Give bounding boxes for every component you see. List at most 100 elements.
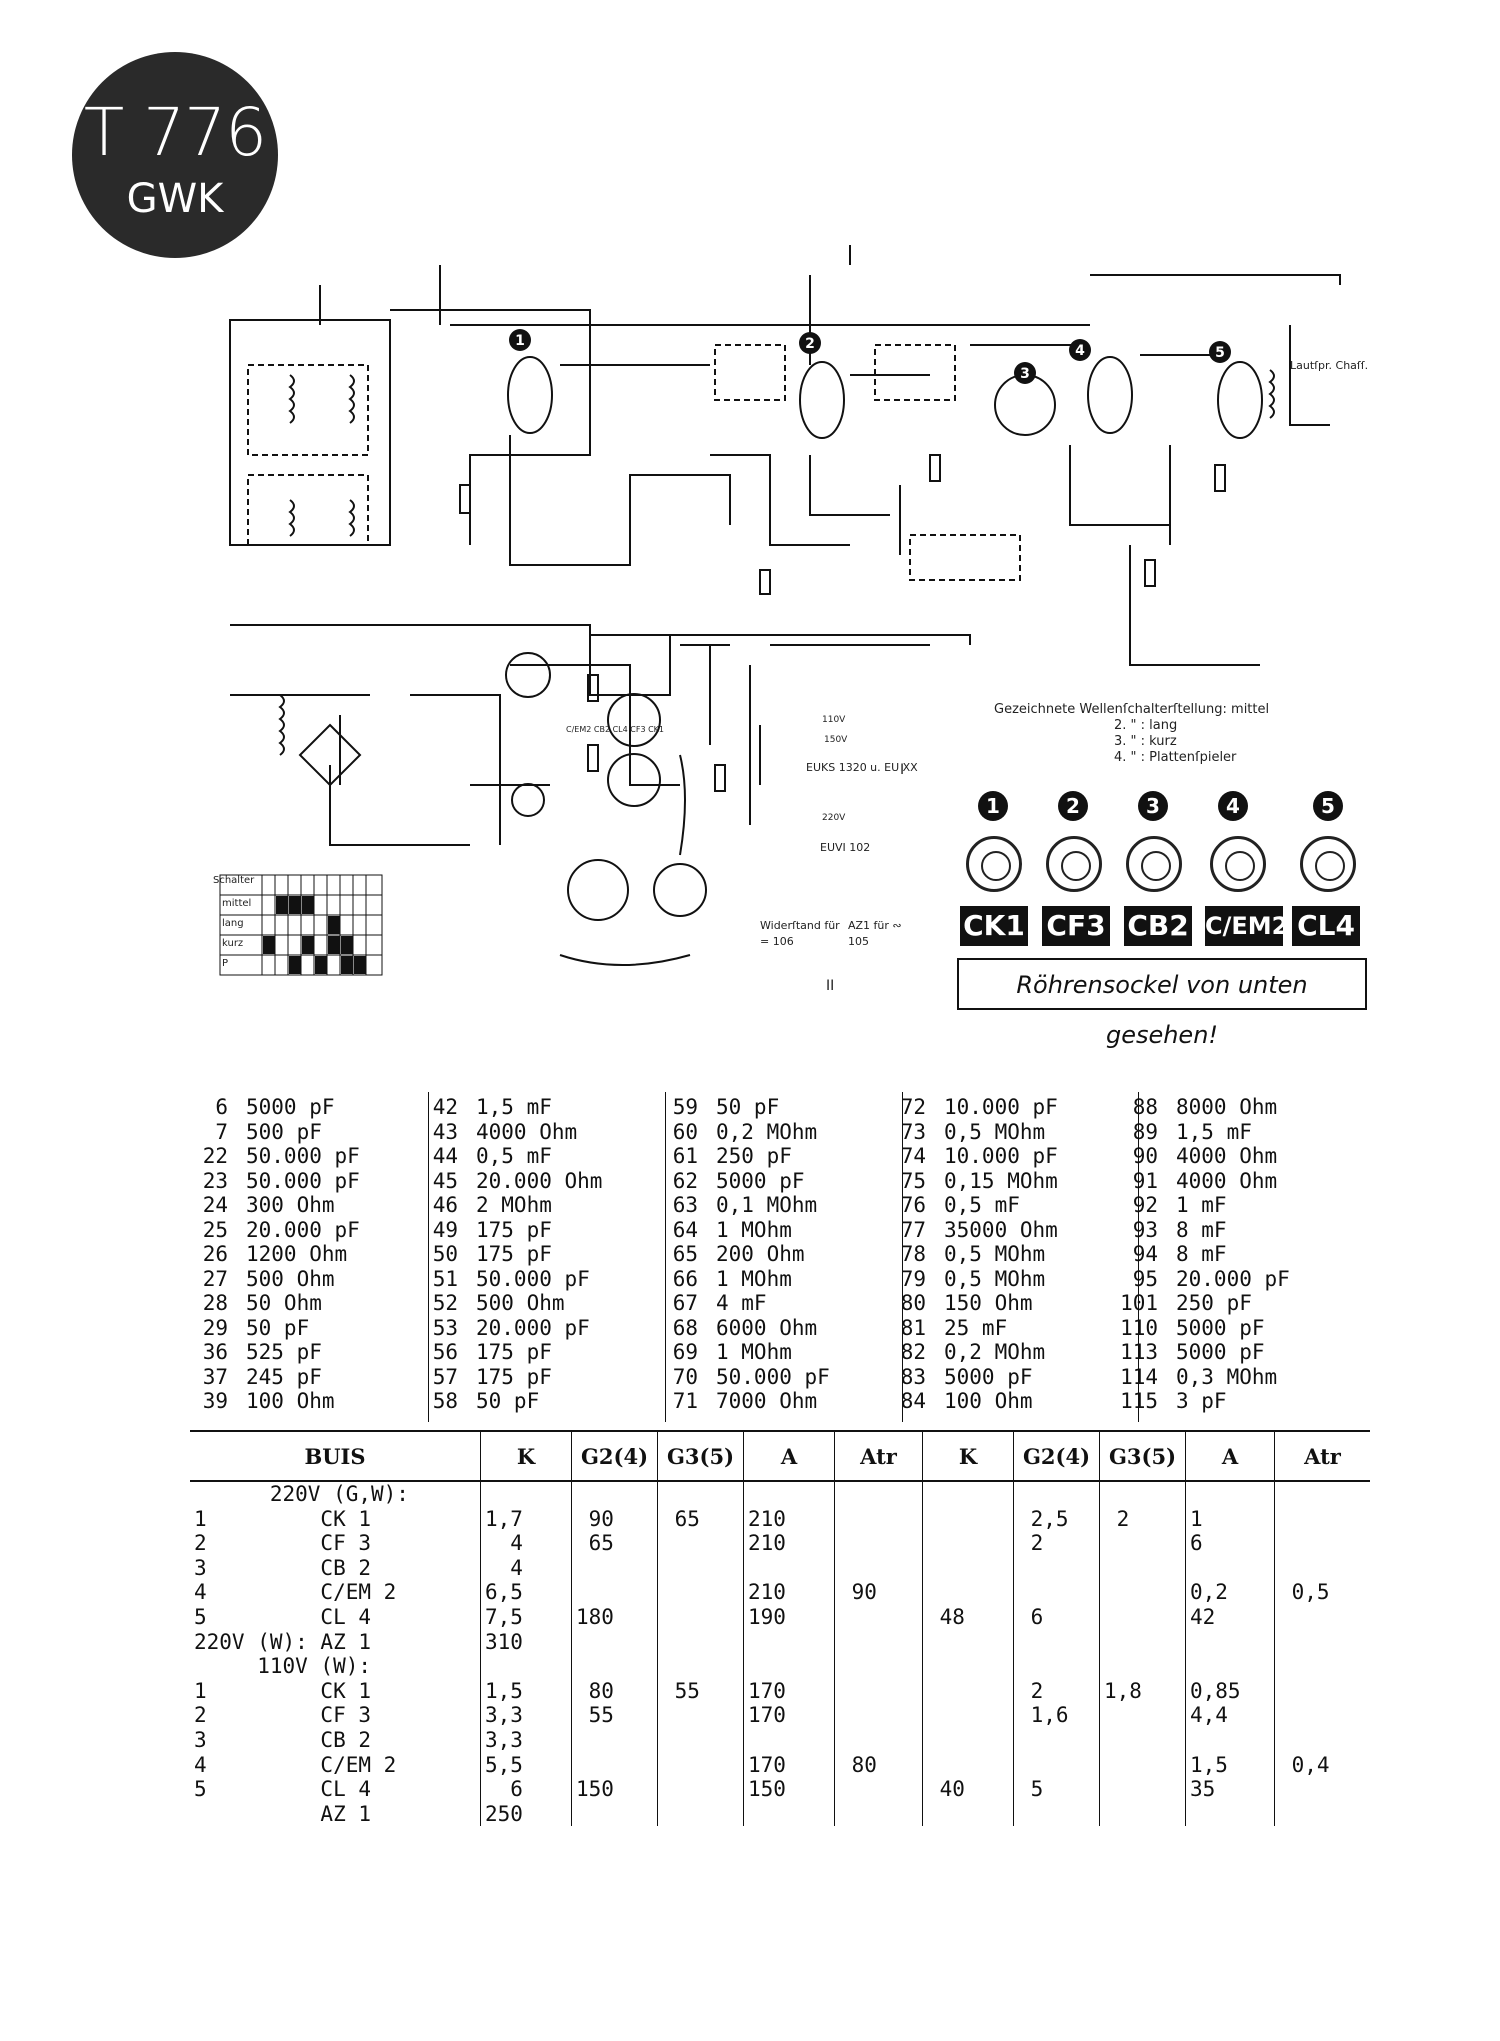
table-cell: [1274, 1654, 1370, 1679]
part-number: 37: [202, 1364, 228, 1389]
part-number: 90: [1132, 1144, 1158, 1168]
part-number: 66: [672, 1266, 698, 1291]
table-cell: [922, 1752, 1014, 1778]
table-cell: [1274, 1506, 1370, 1532]
part-value: 50.000 pF: [246, 1144, 360, 1168]
part-value: 20.000 pF: [1176, 1266, 1290, 1291]
table-cell: [922, 1481, 1014, 1507]
part-number: 46: [432, 1193, 458, 1217]
part-number: 68: [672, 1315, 698, 1340]
part-value: 1 MOhm: [716, 1340, 792, 1364]
part-value: 0,5 MOhm: [944, 1242, 1046, 1266]
table-cell: [1099, 1703, 1186, 1728]
switch-table-title: Schalter: [213, 875, 255, 886]
tube-label-cf3: CF3: [1042, 906, 1110, 946]
switch-caption-lang: 2. " : lang: [1114, 718, 1178, 733]
table-cell: [922, 1727, 1014, 1753]
table-cell: [1013, 1580, 1100, 1605]
part-value: 5000 pF: [716, 1168, 805, 1193]
table-cell: [480, 1481, 572, 1507]
part-number: 93: [1132, 1217, 1158, 1242]
part-value: 25 mF: [944, 1315, 1008, 1340]
table-cell: 110V (W):: [194, 1654, 372, 1679]
part-number: 113: [1120, 1340, 1158, 1364]
table-cell: 180: [571, 1604, 658, 1630]
table-cell: [834, 1629, 923, 1655]
part-value: 7000 Ohm: [716, 1389, 818, 1413]
svg-text:2: 2: [805, 336, 815, 352]
table-cell: [657, 1531, 744, 1556]
table-cell: 220V (G,W):: [194, 1482, 409, 1506]
table-cell: [743, 1481, 835, 1507]
part-value: 525 pF: [246, 1340, 322, 1364]
part-number: 62: [672, 1168, 698, 1193]
part-value: 50 pF: [476, 1389, 540, 1413]
part-number: 88: [1132, 1095, 1158, 1119]
table-cell: 310: [480, 1629, 572, 1655]
table-cell: [1274, 1727, 1370, 1753]
table-cell: [1099, 1531, 1186, 1556]
table-cell: [1013, 1654, 1100, 1679]
heater-chain-label: C/EM2 CB2 CL4 CF3 CK1: [566, 725, 664, 734]
table-cell: [657, 1752, 744, 1778]
part-number: 45: [432, 1168, 458, 1193]
roman-two: II: [826, 978, 835, 994]
tube-socket-3: [1126, 836, 1182, 892]
table-cell: 48: [922, 1604, 1014, 1630]
table-cell: [1185, 1481, 1275, 1507]
table-cell: 150: [571, 1777, 658, 1802]
part-number: 7: [215, 1119, 228, 1144]
part-value: 0,5 mF: [944, 1193, 1020, 1217]
table-cell: [922, 1506, 1014, 1532]
tube-socket-4: [1210, 836, 1266, 892]
part-value: 100 Ohm: [246, 1389, 335, 1413]
table-cell: 2 CF 3: [194, 1531, 372, 1556]
part-number: 76: [900, 1193, 926, 1217]
table-cell: [1185, 1727, 1275, 1753]
table-cell: [657, 1801, 744, 1827]
table-cell: [1099, 1654, 1186, 1679]
table-cell: [571, 1801, 658, 1827]
part-number: 91: [1132, 1168, 1158, 1193]
table-cell: [1274, 1629, 1370, 1655]
switch-row-mittel: mittel: [222, 898, 252, 909]
table-cell: [922, 1555, 1014, 1581]
part-value: 0,15 MOhm: [944, 1168, 1058, 1193]
table-cell: 5: [1013, 1777, 1100, 1802]
part-number: 82: [900, 1340, 926, 1364]
part-value: 5000 pF: [1176, 1340, 1265, 1364]
part-number: 65: [672, 1242, 698, 1266]
table-cell: 220V (W): AZ 1: [194, 1629, 372, 1654]
table-cell: [571, 1555, 658, 1581]
part-number: 110: [1120, 1315, 1158, 1340]
part-number: 69: [672, 1340, 698, 1364]
part-number: 52: [432, 1291, 458, 1315]
part-value: 175 pF: [476, 1364, 552, 1389]
part-number: 94: [1132, 1242, 1158, 1266]
part-number: 59: [672, 1095, 698, 1119]
part-row: 62 5000 pF: [660, 1169, 830, 1194]
table-cell: 1,5: [480, 1678, 572, 1704]
table-row: 220V (W): AZ 1 310: [190, 1629, 1370, 1655]
table-cell: 150: [743, 1777, 835, 1802]
svg-text:1: 1: [515, 333, 525, 349]
table-cell: 90: [571, 1506, 658, 1532]
table-cell: [1099, 1555, 1186, 1581]
table-cell: 2: [1013, 1678, 1100, 1704]
